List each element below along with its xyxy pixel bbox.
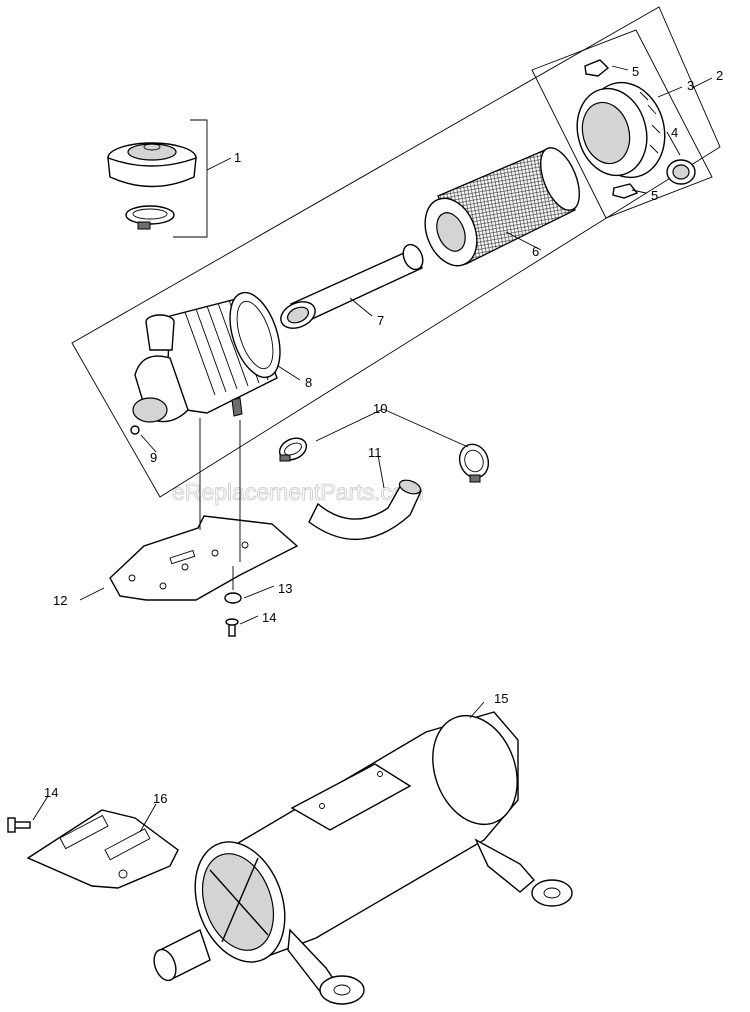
callout-8: 8 (305, 375, 312, 390)
callout-11: 11 (368, 445, 382, 460)
end-cap-assembly-frame (531, 29, 713, 219)
callout-3: 3 (687, 78, 694, 93)
latch-clip-upper (584, 59, 610, 77)
callout-13: 13 (278, 581, 292, 596)
callout-7: 7 (377, 313, 384, 328)
callout-10: 10 (373, 401, 387, 416)
leader-lines (32, 65, 713, 833)
callout-14-lower: 14 (44, 785, 58, 800)
housing-screw (130, 425, 140, 435)
callout-6: 6 (532, 244, 539, 259)
callout-1: 1 (234, 150, 241, 165)
callout-12: 12 (53, 593, 67, 608)
hose-clamp-right (458, 443, 490, 483)
callout-4: 4 (671, 125, 678, 140)
callout-2: 2 (716, 68, 723, 83)
flange-bolt-upper (225, 618, 239, 637)
muffler-bracket-plate (26, 809, 179, 889)
callout-5-lower: 5 (651, 188, 658, 203)
muffler (153, 711, 573, 1005)
end-cap (576, 81, 666, 179)
precleaner-cap (107, 142, 197, 188)
air-filter-element (424, 147, 581, 267)
callout-5-upper: 5 (632, 64, 639, 79)
elbow-hose (308, 482, 422, 541)
callout-9: 9 (150, 450, 157, 465)
lock-nut (224, 592, 242, 604)
callout-14-upper: 14 (262, 610, 276, 625)
air-cleaner-assembly-frame (71, 6, 721, 498)
mounting-bracket (109, 515, 299, 601)
flange-bolt-lower (7, 817, 31, 833)
callout-16: 16 (153, 791, 167, 806)
safety-filter-tube (280, 243, 424, 329)
air-cleaner-housing (132, 291, 281, 423)
hose-clamp-small (125, 205, 175, 230)
alignment-lines (199, 418, 241, 590)
part-1-bracket (173, 119, 208, 238)
hose-clamp-left (278, 437, 308, 462)
latch-clip-lower (612, 183, 639, 199)
watermark: eReplacementParts.com (172, 479, 424, 505)
callout-15: 15 (494, 691, 508, 706)
